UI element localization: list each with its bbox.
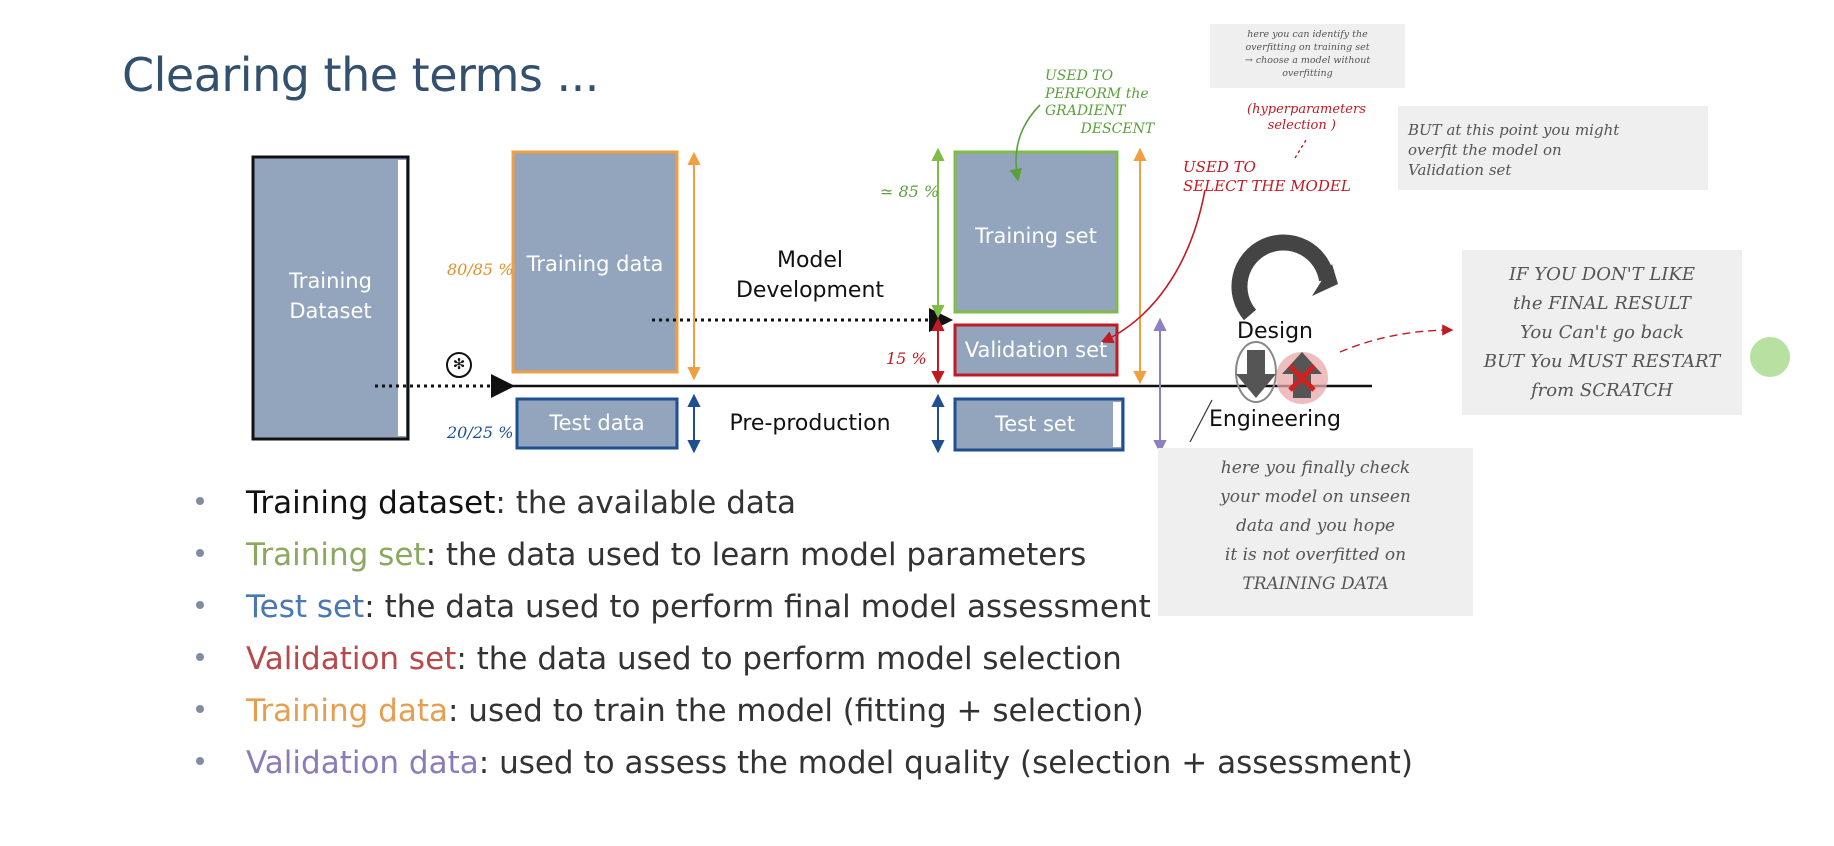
green-dot xyxy=(1750,337,1790,377)
definition-term: Training data xyxy=(246,693,448,729)
training-data-span-arrow xyxy=(687,151,701,381)
definition-item: Validation set: the data used to perform… xyxy=(196,633,1413,685)
bullet-icon xyxy=(196,652,204,661)
bullet-icon xyxy=(196,704,204,713)
design-cycle-icon xyxy=(1231,234,1338,321)
pct-training-set: ≃ 85 % xyxy=(880,182,940,201)
pct-training-data: 80/85 % xyxy=(447,260,514,279)
select-model-arrow xyxy=(1100,189,1206,344)
note-final-check: here you finally check your model on uns… xyxy=(1158,448,1473,616)
hyperparameters-arrow xyxy=(1294,139,1307,159)
pct-validation-set: 15 % xyxy=(886,349,927,368)
definition-text: : the data used to perform final model a… xyxy=(364,589,1151,625)
definition-item: Validation data: used to assess the mode… xyxy=(196,737,1413,789)
training-set-box xyxy=(953,150,1119,314)
engineering-label: Engineering xyxy=(1209,407,1341,432)
asterisk-symbol: ✻ xyxy=(452,355,466,373)
gradient-arrow xyxy=(1009,104,1041,182)
bullet-icon xyxy=(196,756,204,765)
asterisk-marker xyxy=(446,352,472,378)
test-set-left-arrow xyxy=(931,393,945,454)
bullet-icon xyxy=(196,548,204,557)
definition-term: Validation data xyxy=(246,745,479,781)
test-data-box xyxy=(515,397,679,450)
down-arrow-icon xyxy=(1235,341,1277,403)
hyperparameters-annotation: (hyperparameters selection ) xyxy=(1247,102,1366,134)
pre-production-label: Pre-production xyxy=(729,411,891,436)
pct-test-data: 20/25 % xyxy=(447,423,514,442)
definition-term: Validation set xyxy=(246,641,457,677)
orange-right-span-arrow xyxy=(1133,147,1147,385)
test-set-box xyxy=(953,397,1125,452)
definition-text: : the available data xyxy=(495,485,797,521)
bullet-icon xyxy=(196,600,204,609)
definition-text: : the data used to learn model parameter… xyxy=(425,537,1087,573)
training-dataset-label: Training Dataset xyxy=(289,269,372,323)
select-model-annotation: USED TO SELECT THE MODEL xyxy=(1183,158,1351,195)
definition-text: : used to train the model (fitting + sel… xyxy=(448,693,1144,729)
training-data-label: Training data xyxy=(526,252,664,276)
definition-term: Training set xyxy=(246,537,426,573)
validation-set-box xyxy=(953,323,1119,377)
test-set-label: Test set xyxy=(994,412,1076,436)
restart-arrow xyxy=(1339,324,1454,353)
note-overfitting-training: here you can identify the overfitting on… xyxy=(1210,24,1405,88)
definitions-list: Training dataset: the available data Tra… xyxy=(196,477,1413,789)
definition-item: Training set: the data used to learn mod… xyxy=(196,529,1413,581)
validation-data-span-arrow xyxy=(1153,317,1167,454)
validation-set-span-arrow xyxy=(931,317,945,385)
design-label: Design xyxy=(1237,319,1313,344)
definition-item: Training dataset: the available data xyxy=(196,477,1413,529)
training-set-label: Training set xyxy=(975,224,1097,248)
definition-text: : the data used to perform model selecti… xyxy=(456,641,1122,677)
definition-term: Training dataset xyxy=(246,485,496,521)
bullet-icon xyxy=(196,496,204,505)
training-set-span-arrow xyxy=(931,147,945,319)
model-development-label: Model Development xyxy=(735,248,885,303)
training-dataset-box xyxy=(251,155,410,441)
gradient-annotation: USED TO PERFORM the GRADIENT DESCENT xyxy=(1045,68,1155,137)
note-overfit-validation: BUT at this point you might overfit the … xyxy=(1398,106,1708,190)
final-check-pointer xyxy=(1189,399,1213,443)
definition-text: : used to assess the model quality (sele… xyxy=(478,745,1413,781)
page-title: Clearing the terms ... xyxy=(122,48,599,102)
test-data-span-arrow xyxy=(687,393,701,454)
validation-set-label: Validation set xyxy=(964,338,1108,362)
blocked-up-arrow-icon xyxy=(1276,352,1328,404)
training-data-box xyxy=(511,150,679,374)
definition-term: Test set xyxy=(246,589,365,625)
definition-item: Training data: used to train the model (… xyxy=(196,685,1413,737)
note-restart: IF YOU DON'T LIKE the FINAL RESULT You C… xyxy=(1462,250,1742,415)
definition-item: Test set: the data used to perform final… xyxy=(196,581,1413,633)
test-data-label: Test data xyxy=(549,411,645,435)
